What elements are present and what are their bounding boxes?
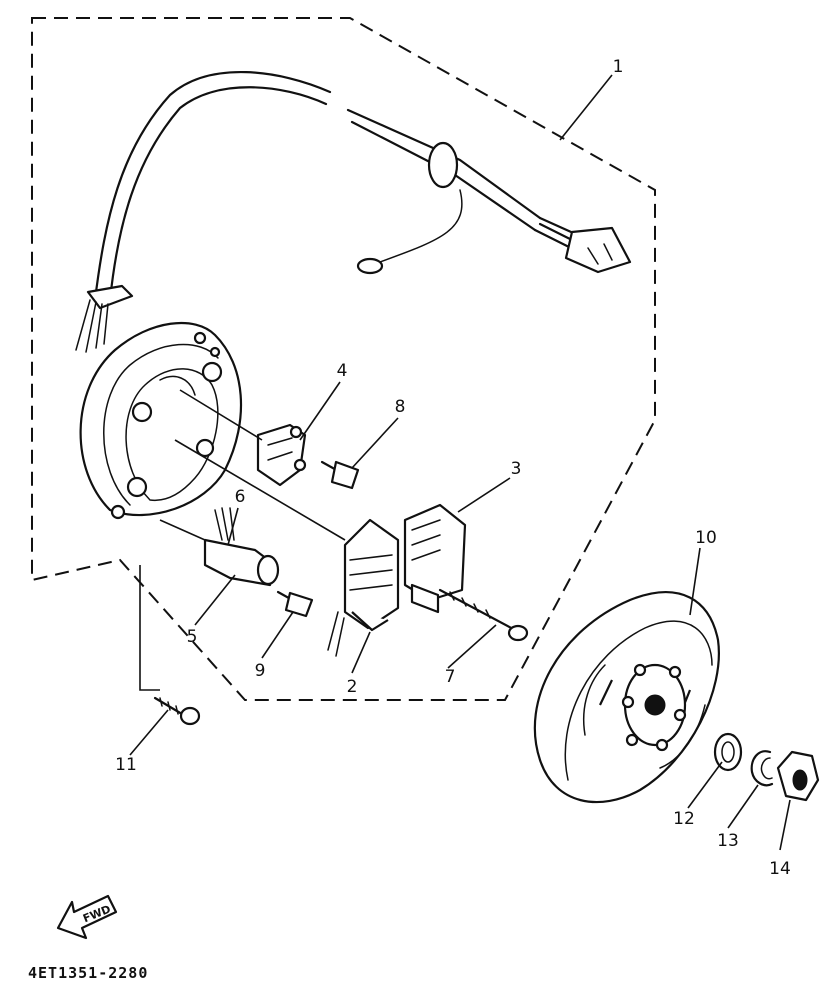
- fwd-arrow-icon: FWD: [56, 894, 118, 940]
- leader-6: [227, 507, 239, 546]
- leader-5: [194, 574, 236, 626]
- part-code: 4ET1351-2280: [28, 964, 148, 982]
- screw-8: [320, 460, 360, 490]
- leader-10: [689, 547, 701, 616]
- callout-5: 5: [187, 627, 198, 647]
- callout-6: 6: [235, 487, 246, 507]
- callout-14: 14: [769, 859, 791, 879]
- callout-7: 7: [445, 667, 456, 687]
- callout-11: 11: [115, 755, 137, 775]
- callout-13: 13: [717, 831, 739, 851]
- nut: [776, 750, 820, 802]
- leader-8: [351, 417, 399, 469]
- pickup-bracket: [256, 423, 307, 487]
- leader-4: [299, 381, 341, 441]
- leader-2: [351, 631, 371, 674]
- lighting-coil: [327, 518, 400, 657]
- leader-9: [261, 611, 294, 659]
- leader-3: [457, 477, 511, 513]
- charge-coil: [403, 503, 467, 614]
- callout-1: 1: [613, 57, 624, 77]
- lock-washer: [750, 750, 774, 787]
- pulser-coil: [203, 507, 280, 587]
- flywheel-rotor: [533, 591, 720, 804]
- leader-11: [129, 709, 169, 756]
- wire-harness: [75, 71, 632, 353]
- leader-12: [687, 761, 723, 809]
- leader-1: [559, 74, 613, 141]
- callout-10: 10: [695, 528, 717, 548]
- callout-9: 9: [255, 661, 266, 681]
- washer: [713, 732, 743, 772]
- screw-11: [153, 696, 201, 726]
- leader-13: [727, 784, 759, 829]
- screw-9: [276, 590, 314, 618]
- callout-3: 3: [511, 459, 522, 479]
- assembly-boundary: [31, 17, 656, 701]
- callout-12: 12: [673, 809, 695, 829]
- leader-14: [779, 799, 791, 851]
- stator-plate: [79, 321, 243, 520]
- callout-8: 8: [395, 397, 406, 417]
- leader-7: [447, 624, 497, 669]
- callout-2: 2: [347, 677, 358, 697]
- callout-4: 4: [337, 361, 348, 381]
- screw-7: [438, 588, 529, 642]
